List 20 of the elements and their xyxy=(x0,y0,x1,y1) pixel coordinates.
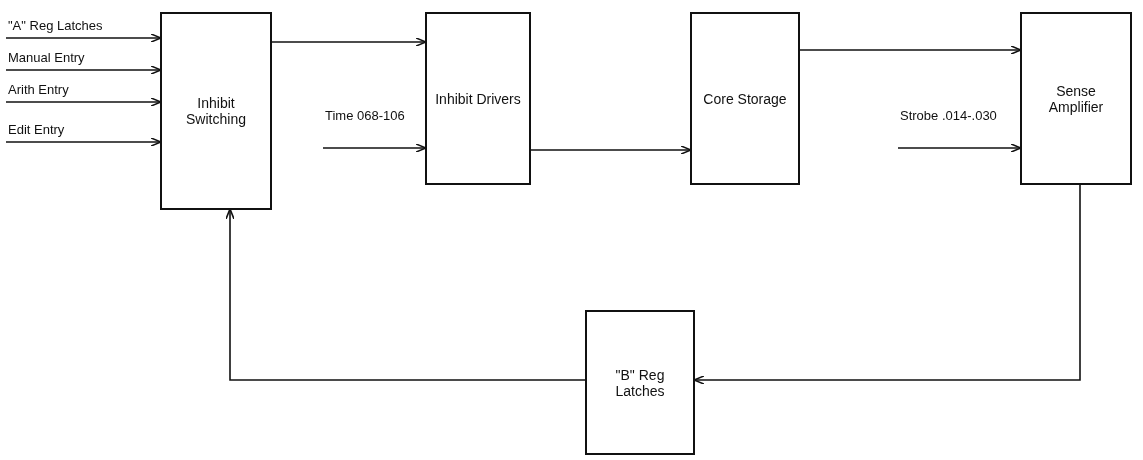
edge-label: "A" Reg Latches xyxy=(8,18,103,34)
arrow xyxy=(530,145,692,155)
arrow xyxy=(225,208,586,381)
arrow xyxy=(322,143,427,153)
arrow xyxy=(5,33,162,43)
arrow xyxy=(5,65,162,75)
arrow xyxy=(693,184,1081,385)
arrow xyxy=(5,97,162,107)
edge-label: Arith Entry xyxy=(8,82,69,98)
process-box: Inhibit Switching xyxy=(160,12,272,210)
edge-label: Manual Entry xyxy=(8,50,85,66)
arrow xyxy=(271,37,427,47)
process-box: "B" Reg Latches xyxy=(585,310,695,455)
process-box: Sense Amplifier xyxy=(1020,12,1132,185)
arrow xyxy=(799,45,1022,55)
process-box: Inhibit Drivers xyxy=(425,12,531,185)
arrow xyxy=(5,137,162,147)
process-box: Core Storage xyxy=(690,12,800,185)
arrow xyxy=(897,143,1022,153)
edge-label: Edit Entry xyxy=(8,122,65,138)
